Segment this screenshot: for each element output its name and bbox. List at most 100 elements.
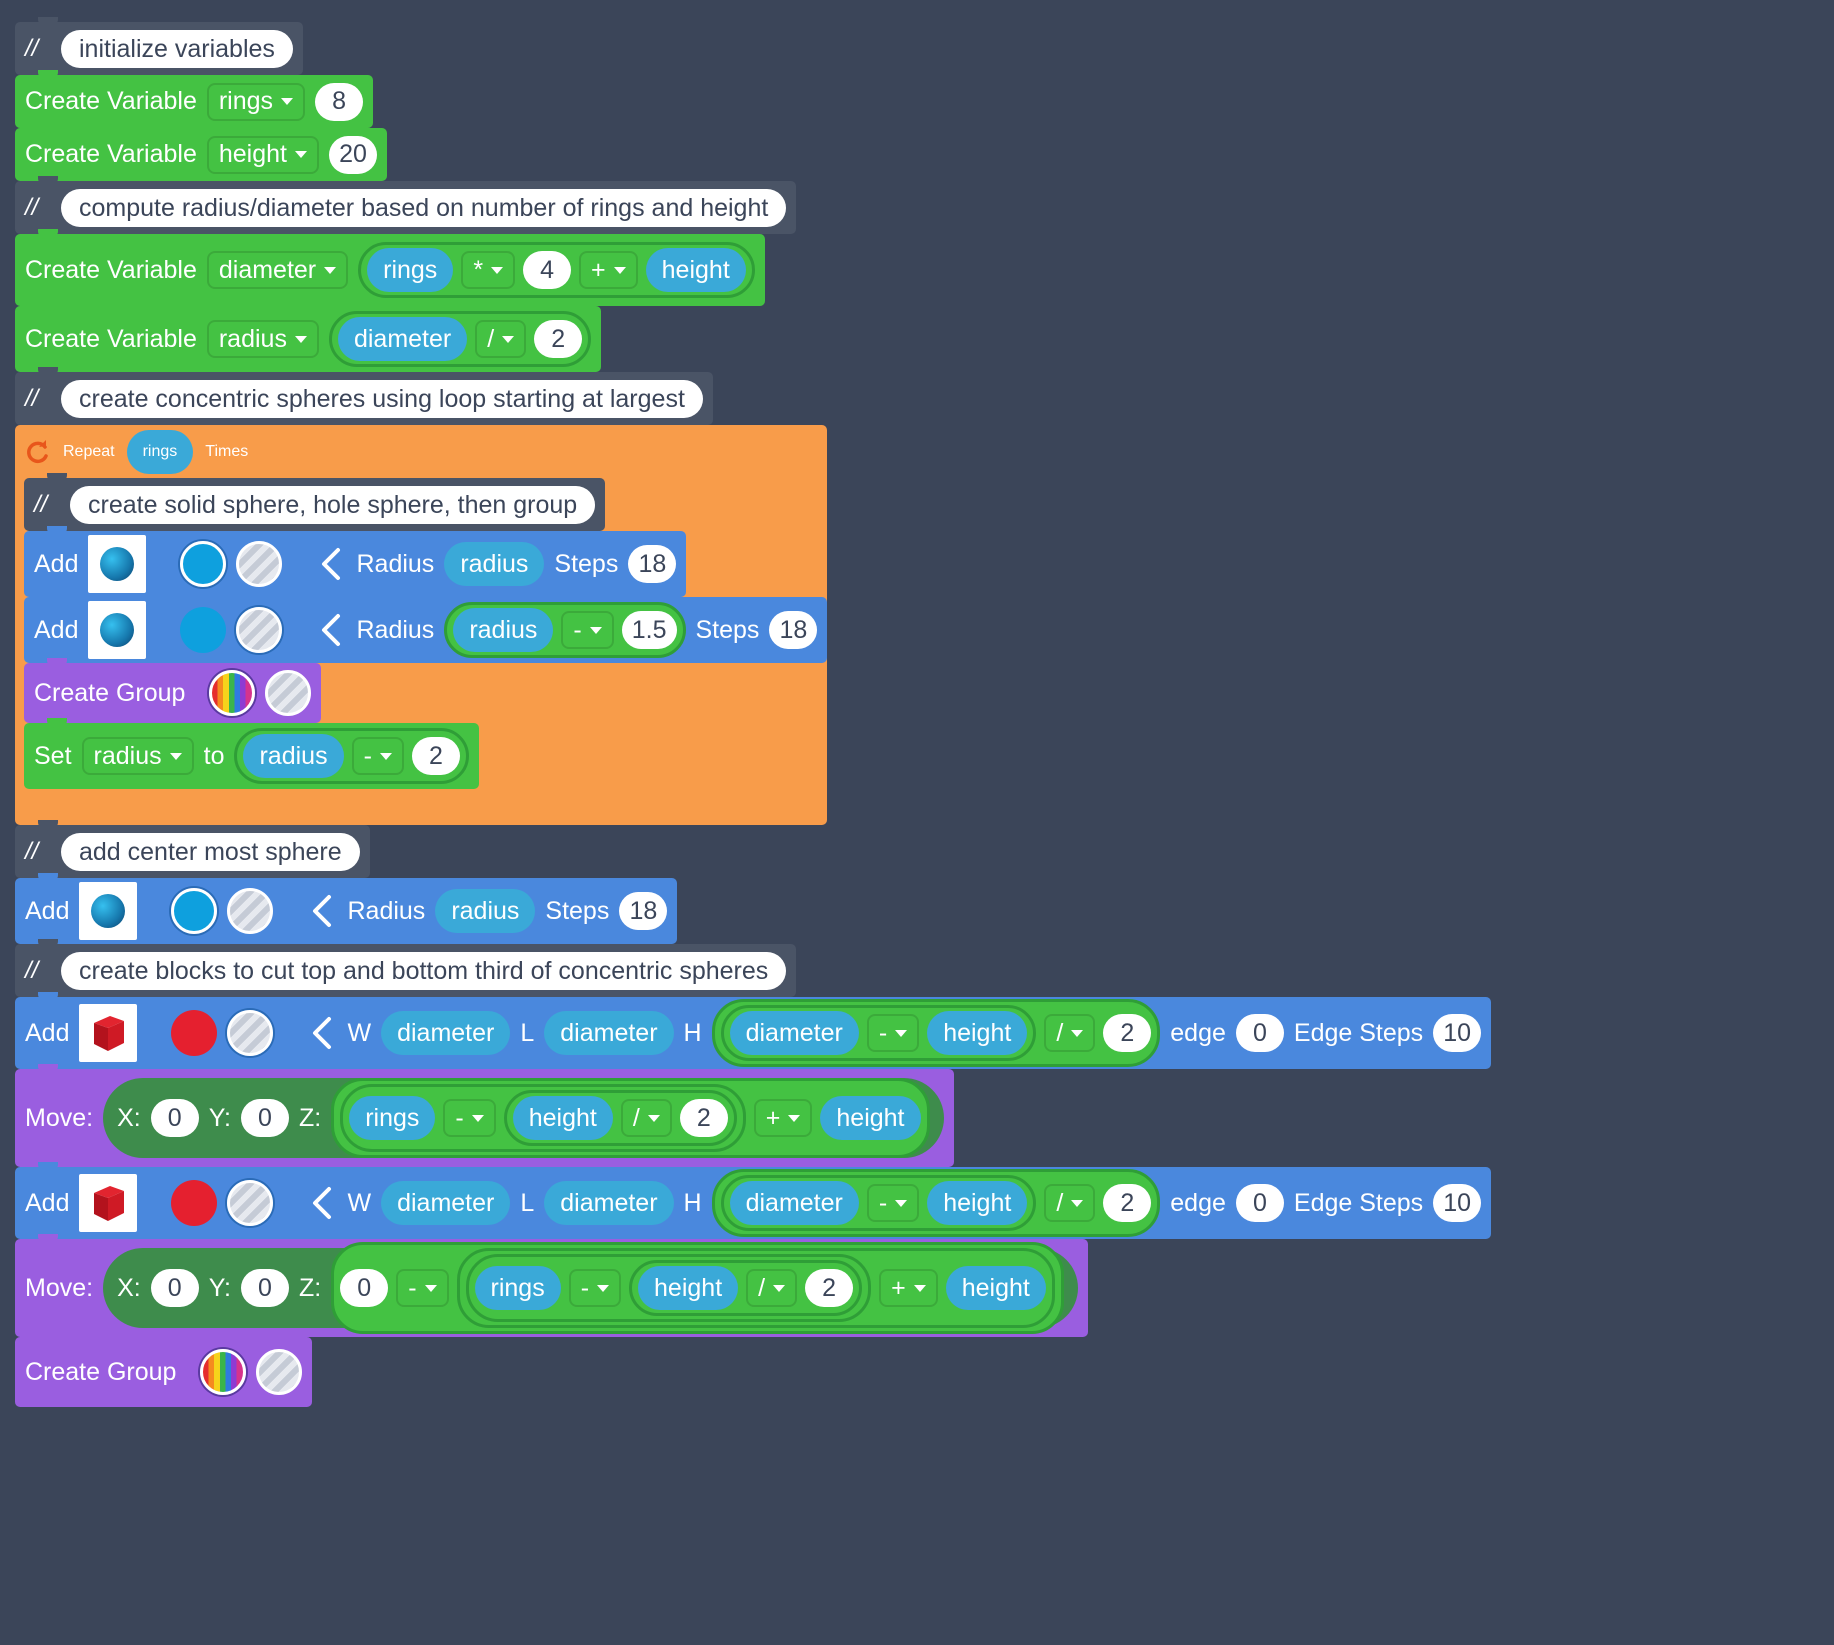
shape-selector[interactable]	[79, 882, 138, 940]
math-expression-inner[interactable]: height / 2	[503, 1090, 737, 1146]
solid-color-swatch[interactable]	[171, 1010, 218, 1056]
number-input[interactable]: 2	[1103, 1184, 1152, 1222]
create-variable-radius-block[interactable]: Create Variable radius diameter / 2	[15, 301, 602, 372]
variable-pill-diameter[interactable]: diameter	[544, 1181, 674, 1225]
hole-swatch-selected[interactable]	[227, 1180, 274, 1226]
hole-swatch-selected[interactable]	[227, 1010, 274, 1056]
operator-dropdown[interactable]: -	[561, 611, 614, 649]
add-box-bottom-block[interactable]: Add W diameter L diameter H diameter - h…	[15, 1162, 1492, 1239]
comment-text-input[interactable]: create concentric spheres using loop sta…	[61, 379, 703, 418]
edge-steps-input[interactable]: 10	[1433, 1184, 1482, 1222]
move-coordinates[interactable]: X: 0 Y: 0 Z: 0 - rings - height / 2	[103, 1242, 1078, 1334]
math-expression-inner[interactable]: rings - height / 2	[340, 1084, 746, 1152]
number-input[interactable]: 2	[679, 1099, 728, 1137]
collapse-chevron-icon[interactable]	[316, 544, 346, 584]
operator-dropdown[interactable]: /	[475, 320, 527, 358]
solid-color-swatch[interactable]	[180, 607, 227, 653]
variable-pill-height[interactable]: height	[927, 1181, 1028, 1225]
steps-input[interactable]: 18	[769, 611, 818, 649]
math-expression-inner[interactable]: rings - height / 2	[465, 1254, 872, 1322]
variable-pill-radius[interactable]: radius	[444, 542, 545, 586]
create-variable-diameter-block[interactable]: Create Variable diameter rings * 4 + hei…	[15, 229, 765, 306]
number-input[interactable]: 4	[523, 251, 572, 289]
math-expression[interactable]: diameter - height / 2	[711, 999, 1161, 1067]
variable-pill-radius[interactable]: radius	[243, 734, 344, 778]
math-expression[interactable]: diameter / 2	[328, 311, 592, 367]
add-hole-sphere-block[interactable]: Add Radius radius - 1.5 Steps 18	[24, 592, 828, 663]
variable-pill-diameter[interactable]: diameter	[337, 317, 468, 361]
y-input[interactable]: 0	[240, 1099, 289, 1137]
comment-text-input[interactable]: initialize variables	[61, 29, 293, 68]
variable-pill-diameter[interactable]: diameter	[381, 1011, 511, 1055]
variable-dropdown[interactable]: radius	[81, 737, 194, 775]
edge-input[interactable]: 0	[1235, 1184, 1284, 1222]
comment-text-input[interactable]: create blocks to cut top and bottom thir…	[61, 951, 787, 990]
operator-dropdown[interactable]: /	[1044, 1014, 1096, 1052]
repeat-block[interactable]: Repeat rings Times // create solid spher…	[15, 425, 828, 825]
variable-pill-height[interactable]: height	[820, 1096, 921, 1140]
operator-dropdown[interactable]: -	[866, 1184, 920, 1222]
hole-swatch[interactable]	[227, 888, 274, 934]
variable-pill-rings[interactable]: rings	[367, 248, 454, 292]
create-variable-rings-block[interactable]: Create Variable rings 8	[15, 70, 374, 128]
steps-input[interactable]: 18	[619, 892, 668, 930]
variable-pill-diameter[interactable]: diameter	[544, 1011, 674, 1055]
math-expression[interactable]: diameter - height / 2	[711, 1169, 1161, 1237]
hole-swatch[interactable]	[265, 670, 312, 716]
collapse-chevron-icon[interactable]	[307, 1183, 337, 1223]
number-input[interactable]: 1.5	[621, 611, 677, 649]
variable-pill-rings[interactable]: rings	[126, 429, 194, 474]
math-expression[interactable]: radius - 2	[234, 728, 469, 784]
operator-dropdown[interactable]: -	[351, 737, 404, 775]
comment-block[interactable]: // initialize variables	[15, 17, 303, 75]
add-sphere-block[interactable]: Add Radius radius Steps 18	[24, 526, 687, 597]
variable-pill-height[interactable]: height	[927, 1011, 1028, 1055]
set-radius-block[interactable]: Set radius to radius - 2	[24, 718, 479, 789]
operator-dropdown[interactable]: +	[579, 251, 638, 289]
collapse-chevron-icon[interactable]	[307, 1013, 337, 1053]
number-input[interactable]: 2	[1103, 1014, 1152, 1052]
comment-block[interactable]: // create concentric spheres using loop …	[15, 367, 713, 425]
variable-dropdown[interactable]: radius	[206, 320, 319, 358]
variable-pill-height[interactable]: height	[512, 1096, 613, 1140]
math-expression[interactable]: 0 - rings - height / 2 + height	[331, 1242, 1064, 1334]
math-expression[interactable]: rings * 4 + height	[358, 242, 755, 298]
variable-dropdown[interactable]: diameter	[206, 251, 349, 289]
math-expression[interactable]: rings - height / 2 + height	[331, 1078, 930, 1158]
shape-selector[interactable]	[79, 1174, 138, 1232]
shape-selector[interactable]	[79, 1004, 138, 1062]
operator-dropdown[interactable]: +	[753, 1099, 813, 1137]
hole-swatch[interactable]	[256, 1349, 303, 1395]
x-input[interactable]: 0	[150, 1099, 199, 1137]
operator-dropdown[interactable]: /	[620, 1099, 672, 1137]
operator-dropdown[interactable]: -	[568, 1269, 622, 1307]
comment-block[interactable]: // add center most sphere	[15, 820, 370, 878]
math-expression-inner[interactable]: height / 2	[629, 1260, 863, 1316]
variable-dropdown[interactable]: rings	[206, 82, 306, 121]
number-input[interactable]: 2	[805, 1269, 854, 1307]
move-coordinates[interactable]: X: 0 Y: 0 Z: rings - height / 2 + height	[103, 1078, 944, 1158]
variable-pill-rings[interactable]: rings	[474, 1266, 561, 1310]
variable-pill-diameter[interactable]: diameter	[381, 1181, 511, 1225]
comment-text-input[interactable]: add center most sphere	[61, 832, 360, 871]
variable-dropdown[interactable]: height	[206, 135, 319, 174]
collapse-chevron-icon[interactable]	[316, 610, 346, 650]
variable-pill-height[interactable]: height	[638, 1266, 739, 1310]
solid-color-swatch[interactable]	[180, 541, 227, 587]
variable-pill-height[interactable]: height	[645, 248, 746, 292]
comment-block[interactable]: // create blocks to cut top and bottom t…	[15, 939, 797, 997]
comment-text-input[interactable]: compute radius/diameter based on number …	[61, 188, 787, 227]
comment-block[interactable]: // create solid sphere, hole sphere, the…	[24, 473, 606, 531]
math-expression-inner[interactable]: diameter - height	[720, 1005, 1037, 1061]
edge-steps-input[interactable]: 10	[1433, 1014, 1482, 1052]
variable-pill-diameter[interactable]: diameter	[729, 1011, 859, 1055]
shape-selector[interactable]	[88, 535, 147, 593]
multicolor-swatch[interactable]	[200, 1349, 247, 1395]
number-input[interactable]: 2	[534, 320, 583, 358]
math-expression[interactable]: radius - 1.5	[444, 602, 686, 658]
collapse-chevron-icon[interactable]	[307, 891, 337, 931]
multicolor-swatch[interactable]	[209, 670, 256, 716]
steps-input[interactable]: 18	[628, 545, 677, 583]
variable-pill-rings[interactable]: rings	[349, 1096, 436, 1140]
solid-color-swatch[interactable]	[171, 1180, 218, 1226]
